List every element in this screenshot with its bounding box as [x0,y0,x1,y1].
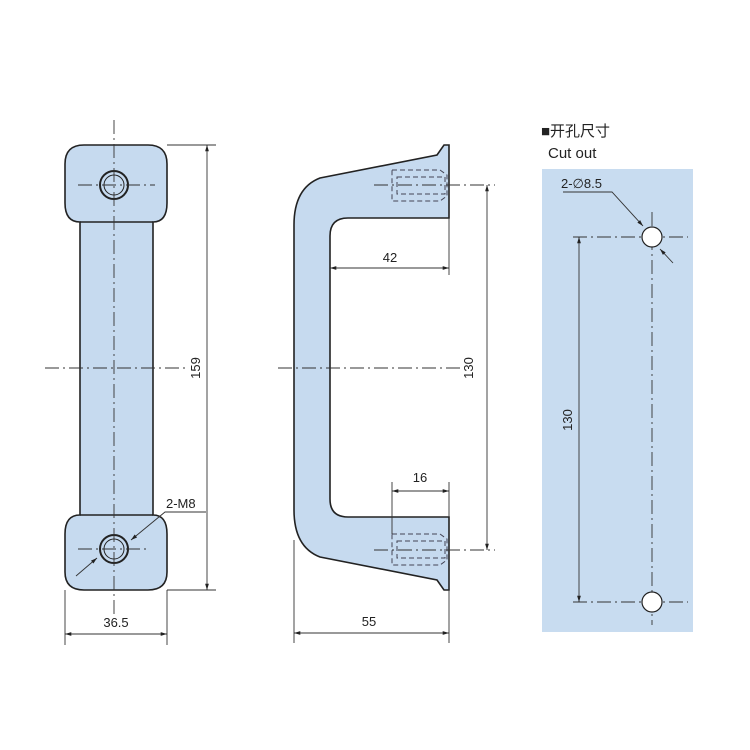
dim-depth-55: 55 [362,614,376,629]
cutout-view: ■开孔尺寸 Cut out 130 2-∅8.5 [541,123,693,632]
cutout-dim-130: 130 [560,409,575,431]
cutout-title-en: Cut out [548,145,597,162]
handle-front-body [64,144,168,591]
dim-insert-16: 16 [413,470,427,485]
side-view: 42 130 16 55 [278,144,495,643]
dim-height-159: 159 [188,357,203,379]
cutout-hole-callout: 2-∅8.5 [561,176,602,191]
threaded-insert-top [391,169,448,202]
cutout-panel [542,169,693,632]
handle-side-body [293,144,450,591]
cutout-title-cn: ■开孔尺寸 [541,123,610,140]
thread-callout: 2-M8 [166,496,196,511]
threaded-insert-bottom [391,533,448,566]
dim-inner-42: 42 [383,250,397,265]
dim-width-36-5: 36.5 [103,615,128,630]
dim-spacing-130: 130 [461,357,476,379]
cutout-hole-top [641,226,663,248]
front-view: 159 36.5 2-M8 [45,120,216,645]
cutout-hole-bottom [641,591,663,613]
